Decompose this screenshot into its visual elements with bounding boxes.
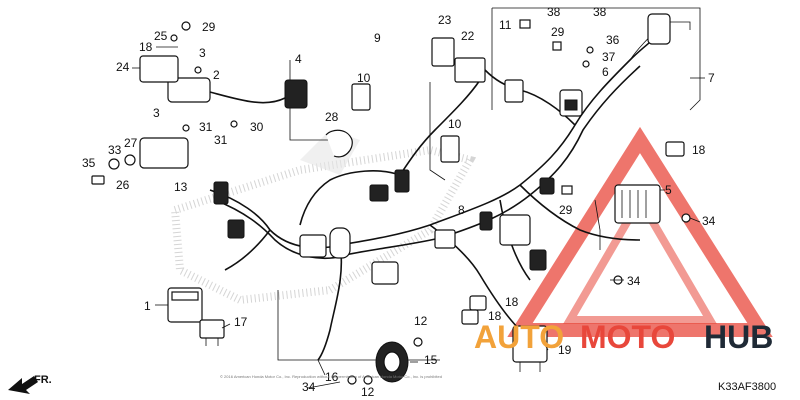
callout-37: 37 <box>602 50 616 64</box>
callout-24: 26 <box>116 178 130 192</box>
part-2-sensor <box>167 77 308 109</box>
watermark-logo <box>507 126 773 337</box>
front-direction-marker: FR. <box>8 374 52 394</box>
part-13-sensor <box>139 137 189 169</box>
watermark-wordmark: AUTO MOTO HUB <box>474 319 773 355</box>
callout-21: 23 <box>438 13 452 27</box>
callout-32: 34 <box>302 380 316 394</box>
callout-27: 29 <box>559 203 573 217</box>
fasteners <box>91 19 691 385</box>
callout-34b: 34 <box>627 274 641 288</box>
callout-2: 2 <box>213 68 220 82</box>
callout-14: 18 <box>139 40 153 54</box>
callout-6: 6 <box>602 65 609 79</box>
callout-18b: 18 <box>505 295 519 309</box>
callout-31: 33 <box>108 143 122 157</box>
part-19-relay <box>512 325 548 372</box>
callout-12b: 12 <box>361 385 375 399</box>
callout-28: 29 <box>551 25 565 39</box>
group-frames <box>277 7 701 361</box>
part-26-clamp <box>325 129 353 158</box>
callout-15: 15 <box>424 353 438 367</box>
part-5-regulator <box>614 184 661 224</box>
direction-label: FR. <box>34 374 52 386</box>
part-10-covers <box>351 83 460 163</box>
callout-7: 7 <box>708 71 715 85</box>
callout-25: 27 <box>124 136 138 150</box>
callout-13: 13 <box>174 180 188 194</box>
callout-22: 24 <box>116 60 130 74</box>
part-15-horn <box>375 341 409 383</box>
callout-9: 9 <box>374 31 381 45</box>
callout-23: 25 <box>154 29 168 43</box>
callout-3a: 3 <box>199 46 206 60</box>
watermark-hub: HUB <box>704 319 773 355</box>
callout-30: 31 <box>199 120 213 134</box>
callout-33: 29 <box>202 20 216 34</box>
callout-4: 4 <box>295 52 302 66</box>
callout-18c: 18 <box>488 309 502 323</box>
callout-11: 11 <box>499 18 512 32</box>
callout-labels: 29 25 18 3 24 2 4 9 10 28 23 22 10 11 38… <box>82 5 776 399</box>
part-17-connector <box>199 319 225 346</box>
callout-12a: 12 <box>414 314 428 328</box>
callout-16: 16 <box>325 370 339 384</box>
catalog-code: K33AF3800 <box>718 381 776 393</box>
harness-connectors <box>213 79 583 285</box>
callout-17: 17 <box>234 315 248 329</box>
watermark-moto: MOTO <box>580 319 675 355</box>
callout-38a: 38 <box>547 5 561 19</box>
callout-10a: 10 <box>357 71 371 85</box>
callout-10b: 10 <box>448 117 462 131</box>
callout-34a: 34 <box>702 214 716 228</box>
callout-29b: 31 <box>214 133 228 147</box>
callout-29a: 30 <box>250 120 264 134</box>
part-22-bracket <box>139 55 179 83</box>
callout-leaders <box>132 46 705 389</box>
callout-19: 19 <box>558 343 572 357</box>
copyright-note: © 2016 American Honda Motor Co., Inc. Re… <box>220 374 442 379</box>
callout-38b: 38 <box>593 5 607 19</box>
part-1-relay-box <box>167 287 203 323</box>
part-7-sub-harness <box>647 13 671 45</box>
frame-silhouette <box>170 130 477 305</box>
part-20-21-units <box>431 37 486 83</box>
callout-3b: 3 <box>153 106 160 120</box>
callout-8: 8 <box>458 203 465 217</box>
callout-20: 22 <box>461 29 475 43</box>
callout-36: 36 <box>606 33 620 47</box>
callout-1: 1 <box>144 299 151 313</box>
callout-18a: 18 <box>692 143 706 157</box>
watermark-auto: AUTO <box>474 319 564 355</box>
callout-26: 28 <box>325 110 339 124</box>
callout-35: 35 <box>82 156 96 170</box>
callout-5: 5 <box>665 183 672 197</box>
part-18-caps <box>461 141 685 325</box>
